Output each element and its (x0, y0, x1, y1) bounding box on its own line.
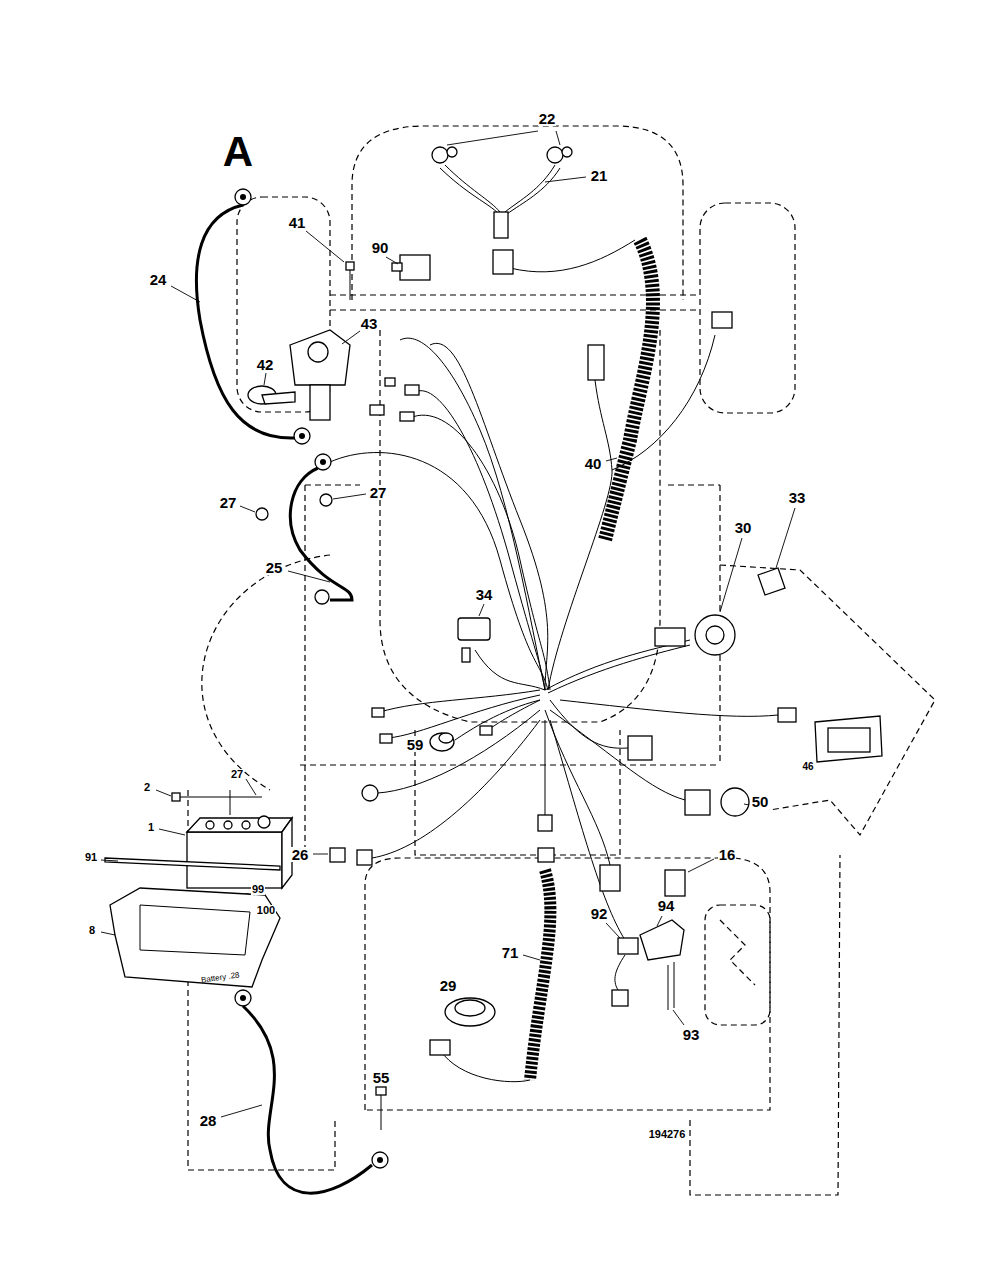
callout-number: 1 (147, 822, 155, 833)
callout-number: 8 (88, 925, 96, 936)
callout-number: 94 (657, 898, 676, 913)
callout-number: 29 (439, 978, 458, 993)
callout-number: 25 (265, 560, 284, 575)
callout-number: 27 (369, 485, 388, 500)
drawing-number: 194276 (648, 1129, 687, 1140)
callout-number: 93 (682, 1027, 701, 1042)
callout-number: 42 (256, 357, 275, 372)
callout-number: 43 (360, 316, 379, 331)
callout-number: 99 (251, 884, 265, 895)
callout-number: 21 (590, 168, 609, 183)
tractor-outline (188, 126, 935, 1195)
callout-number: 92 (590, 906, 609, 921)
callout-number: 22 (538, 111, 557, 126)
callout-number: 59 (406, 737, 425, 752)
callout-number: 40 (584, 456, 603, 471)
callout-number: 100 (256, 905, 276, 916)
callout-number: 33 (788, 490, 807, 505)
callout-number: 55 (372, 1070, 391, 1085)
callout-number: 91 (84, 852, 98, 863)
callout-number: 2 (143, 782, 151, 793)
callout-number: 27 (219, 495, 238, 510)
callout-number: 71 (501, 945, 520, 960)
section-letter: A (222, 131, 254, 173)
callout-number: 27 (230, 769, 244, 780)
callout-number: 90 (371, 240, 390, 255)
leader-lines (101, 131, 795, 1117)
components (105, 147, 882, 1130)
callout-number: 46 (801, 762, 814, 772)
callout-number: 26 (291, 847, 310, 862)
callout-number: 50 (751, 794, 770, 809)
callout-number: 16 (718, 847, 737, 862)
harness-wires (330, 165, 778, 1082)
callout-number: 30 (734, 520, 753, 535)
callout-number: 34 (475, 587, 494, 602)
callout-number: 28 (199, 1113, 218, 1128)
callout-number: 24 (149, 272, 168, 287)
battery-cables (196, 189, 388, 1193)
molded-text: Battery .28 (199, 971, 240, 985)
callout-number: 41 (288, 215, 307, 230)
